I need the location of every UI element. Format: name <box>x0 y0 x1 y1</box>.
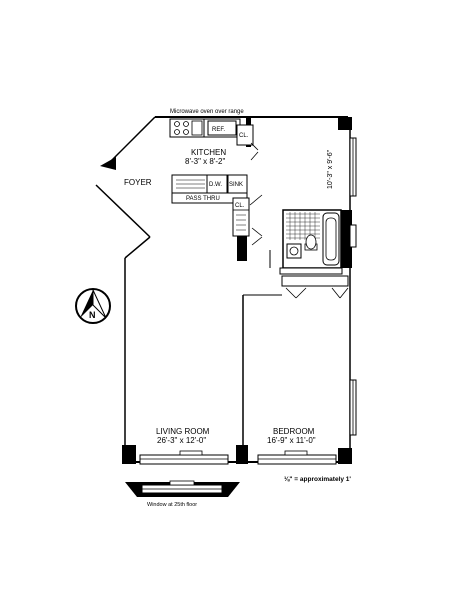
bottom-windows <box>139 450 337 465</box>
living-room-dimensions: 26'-3" x 12'-0" <box>157 436 206 445</box>
north-arrow-icon <box>75 288 111 324</box>
bedroom-dimensions: 16'-9" x 11'-0" <box>267 436 316 445</box>
ref-label: REF. <box>212 127 225 133</box>
right-windows <box>349 137 357 436</box>
kitchen <box>169 118 263 246</box>
exterior-walls <box>95 116 351 463</box>
dressing-dimensions: 10'-3" x 9'-6" <box>327 149 334 189</box>
kitchen-closet-label: CL. <box>239 133 249 139</box>
wall-columns <box>122 117 352 464</box>
bedroom-closets <box>242 250 349 462</box>
window-note: Window at 25th floor <box>147 502 197 508</box>
door-arrow-icon <box>100 157 116 170</box>
microwave-label: Microwave oven over range <box>170 109 244 115</box>
kitchen-label: KITCHEN <box>191 148 226 157</box>
kitchen-dimensions: 8'-3" x 8'-2" <box>185 157 225 166</box>
bathroom <box>279 209 343 275</box>
sink-label: SINK <box>229 182 243 188</box>
dw-label: D.W. <box>209 182 222 188</box>
north-label: N <box>89 310 96 320</box>
hall-closet-label: CL. <box>235 203 245 209</box>
foyer-label: FOYER <box>124 178 152 187</box>
bedroom-label: BEDROOM <box>273 427 315 436</box>
living-room-label: LIVING ROOM <box>156 427 210 436</box>
window-detail <box>125 480 240 497</box>
scale-note: ⅛" = approximately 1' <box>284 476 351 483</box>
pass-thru-label: PASS THRU <box>186 196 220 202</box>
